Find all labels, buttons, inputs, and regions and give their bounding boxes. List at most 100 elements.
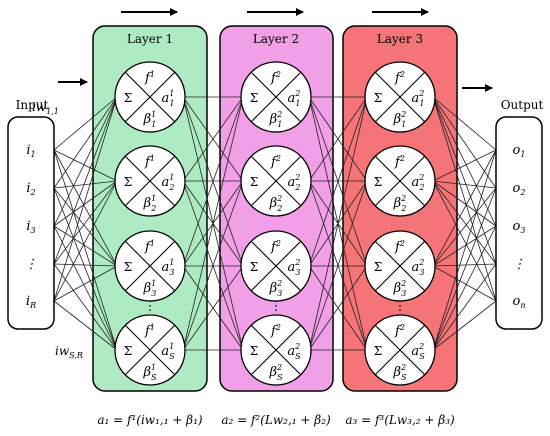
connection-line — [432, 225, 497, 267]
summation-label: Σ — [374, 260, 382, 274]
connection-line — [53, 96, 118, 265]
layer-2-title: Layer 2 — [253, 32, 299, 46]
connection-line — [53, 96, 118, 302]
connection-line — [432, 187, 497, 351]
formula-layer-3: a₃ = f³(Lw₃,₂ + β₃) — [345, 413, 455, 427]
connection-line — [53, 149, 118, 182]
input-item: iR — [26, 294, 36, 310]
formula-layer-1: a₁ = f¹(iw₁,₁ + β₁) — [97, 413, 203, 427]
connection-line — [53, 180, 118, 227]
connection-line — [432, 225, 497, 351]
activation-function-label: f1 — [144, 323, 155, 339]
activation-function-label: f2 — [270, 323, 281, 339]
connection-line — [53, 225, 118, 351]
connection-line — [432, 149, 497, 267]
connection-line — [53, 149, 118, 267]
output-item: ⋮ — [513, 257, 526, 272]
connection-line — [432, 149, 497, 182]
connection-line — [308, 96, 368, 267]
connection-line — [432, 300, 497, 351]
connection-line — [53, 225, 118, 267]
output-box — [495, 116, 543, 330]
summation-label: Σ — [250, 260, 258, 274]
output-item: o1 — [513, 143, 526, 159]
activation-function-label: f2 — [394, 70, 405, 86]
activation-function-label: f1 — [144, 154, 155, 170]
activation-function-label: f2 — [394, 323, 405, 339]
summation-label: Σ — [374, 175, 382, 189]
connection-line — [432, 180, 497, 189]
connection-line — [182, 180, 244, 351]
connection-line — [432, 180, 497, 227]
connection-line — [432, 263, 497, 267]
connection-line — [432, 265, 497, 302]
connection-line — [53, 180, 118, 265]
activation-function-label: f1 — [144, 70, 155, 86]
output-item: o3 — [513, 219, 526, 235]
summation-label: Σ — [124, 260, 132, 274]
summation-label: Σ — [374, 91, 382, 105]
connection-line — [182, 96, 244, 351]
connection-line — [182, 265, 244, 351]
connection-line — [432, 96, 497, 265]
weight-first-label: iw1,1 — [32, 100, 59, 116]
connection-line — [432, 180, 497, 265]
connection-line — [53, 180, 118, 302]
connections — [53, 96, 497, 351]
activation-function-label: f2 — [270, 70, 281, 86]
connection-line — [308, 96, 368, 351]
connection-line — [182, 96, 244, 182]
activation-function-label: f2 — [394, 154, 405, 170]
input-item: i3 — [26, 219, 35, 235]
connection-line — [308, 265, 368, 351]
input-item: i1 — [26, 143, 35, 159]
connection-line — [53, 263, 118, 351]
connection-line — [53, 300, 118, 351]
input-box — [7, 116, 55, 330]
connection-line — [432, 96, 497, 151]
connection-line — [53, 187, 118, 267]
connection-line — [53, 180, 118, 189]
summation-label: Σ — [250, 175, 258, 189]
connection-line — [432, 149, 497, 351]
summation-label: Σ — [124, 91, 132, 105]
connection-line — [308, 96, 368, 182]
activation-function-label: f2 — [270, 239, 281, 255]
summation-label: Σ — [250, 344, 258, 358]
input-item: ⋮ — [25, 257, 38, 272]
layer-1-title: Layer 1 — [127, 32, 173, 46]
neuron-ellipsis: ⋮ — [270, 299, 283, 314]
output-item: on — [513, 294, 526, 310]
input-title: Input — [16, 98, 49, 112]
summation-label: Σ — [124, 175, 132, 189]
